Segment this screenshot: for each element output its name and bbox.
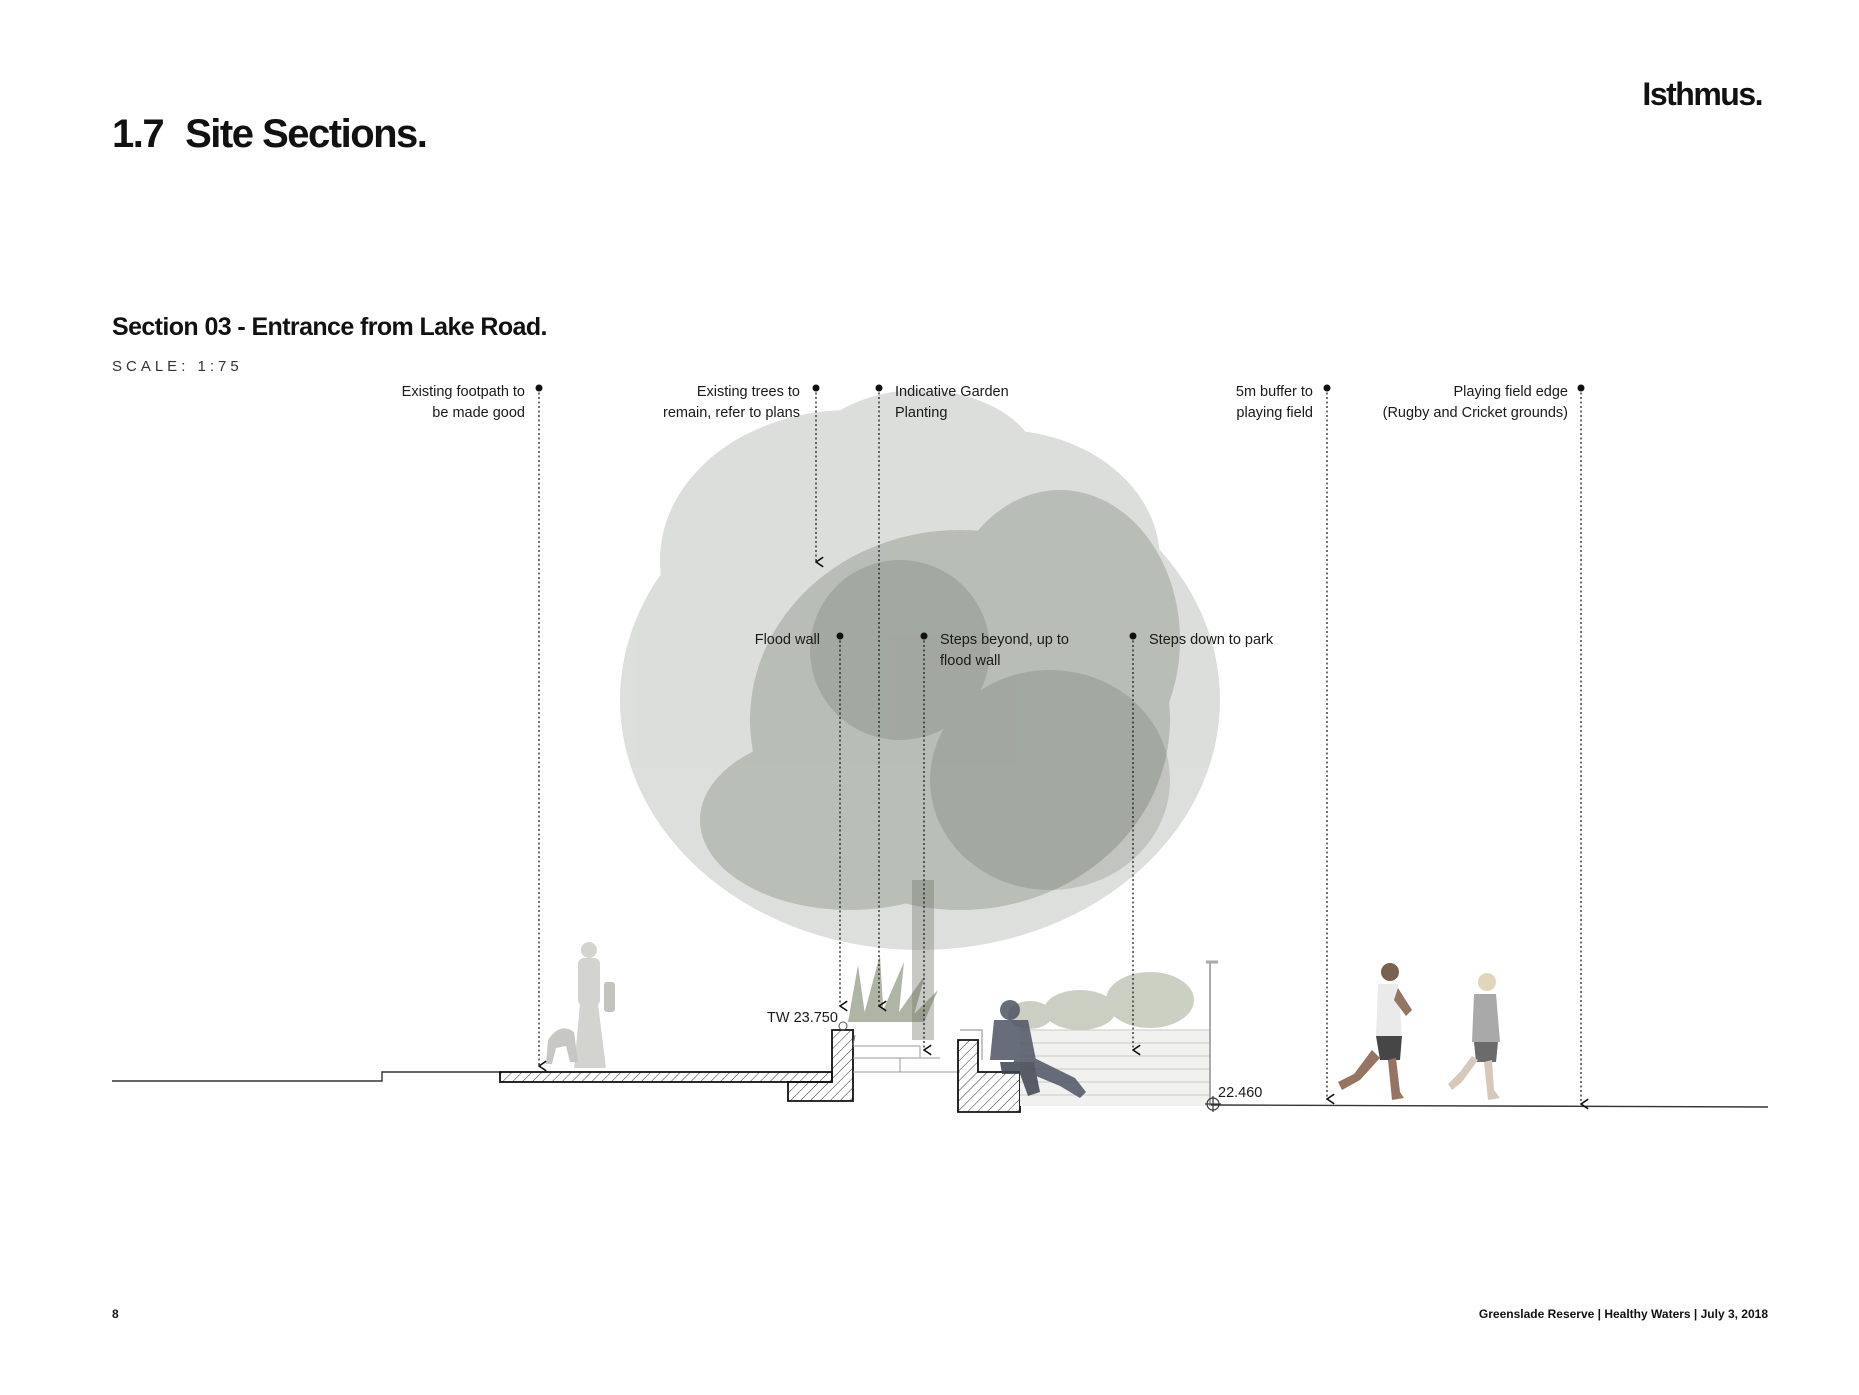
person-sitting — [990, 1000, 1086, 1098]
footer-project-info: Greenslade Reserve | Healthy Waters | Ju… — [1478, 1307, 1768, 1321]
person-walking-dog — [546, 942, 615, 1068]
level-label-tw: TW 23.750 — [767, 1010, 838, 1026]
label-garden-planting: Indicative Garden Planting — [895, 384, 1009, 421]
tree-illustration — [620, 390, 1220, 1040]
flood-wall-structure — [787, 1029, 856, 1102]
runner-man — [1338, 963, 1412, 1100]
label-flood-wall: Flood wall — [754, 632, 820, 648]
isthmus-logo: Isthmus. — [1642, 76, 1763, 112]
label-steps-beyond: Steps beyond, up to flood wall — [940, 632, 1069, 669]
label-steps-down: Steps down to park — [1149, 632, 1274, 648]
level-label-park: 22.460 — [1218, 1085, 1263, 1101]
footpath-slab — [499, 1071, 833, 1083]
label-playing-field: Playing field edge (Rugby and Cricket gr… — [1382, 384, 1568, 421]
level-marker-tw — [838, 1021, 848, 1031]
leader-lines — [539, 388, 1581, 1104]
label-footpath: Existing footpath to be made good — [401, 384, 525, 421]
scale-note: SCALE: 1:75 — [112, 358, 243, 375]
section-name: Site Sections. — [185, 112, 428, 156]
section-number: 1.7 — [112, 112, 165, 156]
label-buffer: 5m buffer to playing field — [1235, 384, 1313, 421]
label-existing-trees: Existing trees to remain, refer to plans — [662, 384, 800, 421]
level-marker-park — [1205, 1096, 1221, 1112]
page-number: 8 — [112, 1307, 119, 1321]
shrub-planting — [1008, 972, 1194, 1030]
section-title: Section 03 - Entrance from Lake Road. — [112, 313, 547, 341]
page-title: 1.7 Site Sections. — [112, 112, 428, 157]
runner-woman — [1448, 973, 1500, 1100]
leader-dots — [535, 384, 1585, 640]
steps-beyond — [853, 1029, 983, 1073]
ground-line — [112, 1071, 1769, 1108]
